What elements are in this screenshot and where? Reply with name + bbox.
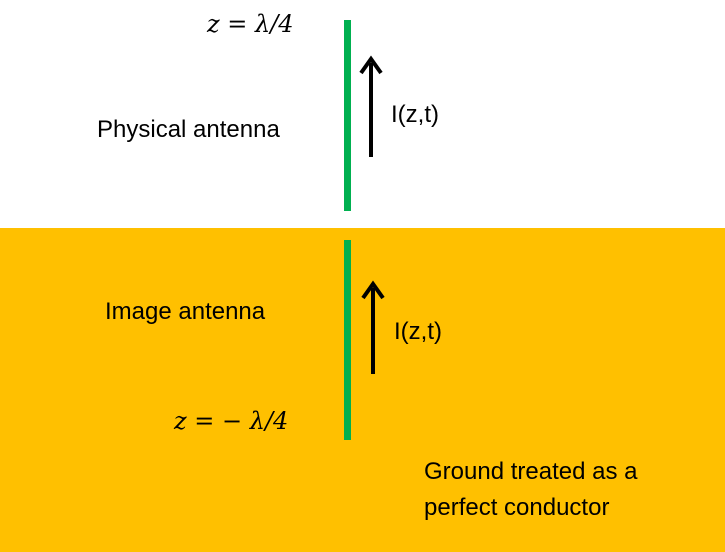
current-arrow-top-icon	[359, 55, 383, 157]
current-label-bottom: I(z,t)	[394, 318, 442, 345]
image-antenna-label: Image antenna	[105, 298, 266, 325]
top-position-label: z = λ/4	[207, 10, 294, 38]
current-arrow-bottom-icon	[361, 280, 385, 374]
ground-label-line2: perfect conductor	[424, 494, 610, 521]
physical-antenna-label: Physical antenna	[97, 116, 280, 143]
bottom-position-label: z = − λ/4	[174, 407, 289, 435]
physical-antenna-line	[344, 20, 351, 211]
image-antenna-line	[344, 240, 351, 440]
ground-label-line1: Ground treated as a	[424, 458, 638, 485]
ground-region	[0, 228, 725, 552]
current-label-top: I(z,t)	[391, 101, 439, 128]
